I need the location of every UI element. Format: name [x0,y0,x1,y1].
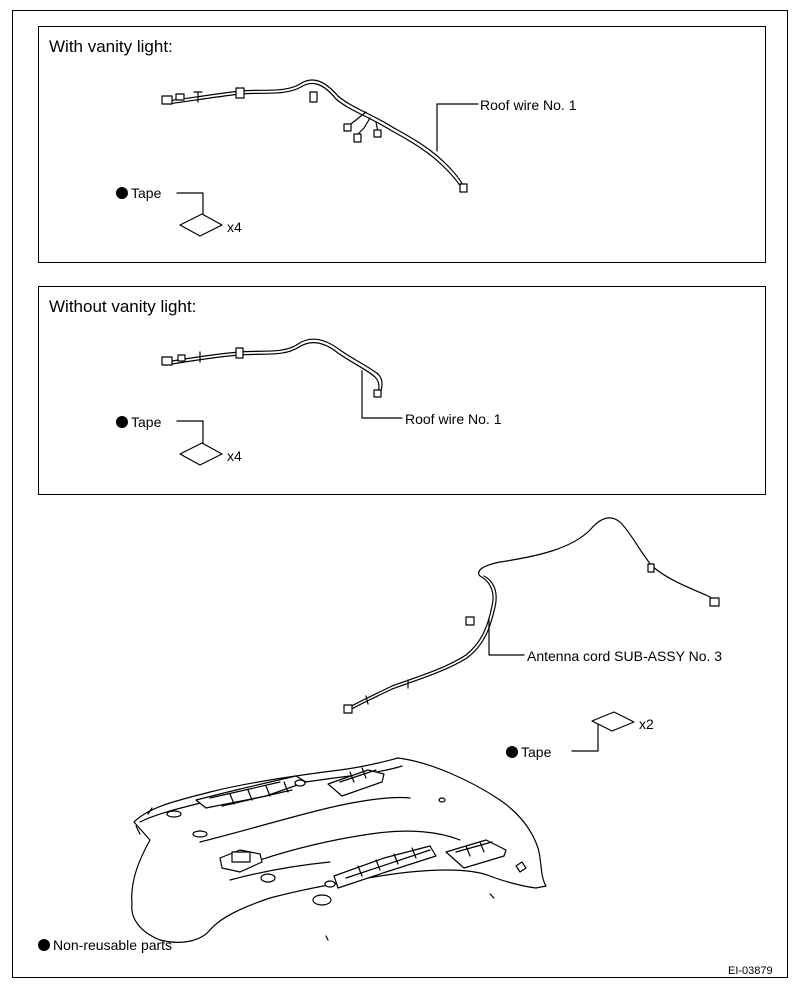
tape-leader-a [176,192,204,219]
panel-without-vanity-light [38,286,766,495]
tape-b-icon [179,442,223,466]
tape-qty-c: x2 [639,716,654,732]
figure-id: EI-03879 [728,965,773,977]
panel-a-title: With vanity light: [49,37,173,56]
roof-wire-label-b: Roof wire No. 1 [405,411,502,427]
tape-leader-c [571,724,599,752]
non-reusable-dot-icon [506,746,518,758]
non-reusable-dot-icon [116,187,128,199]
panel-b-title: Without vanity light: [49,297,197,316]
antenna-cord-label: Antenna cord SUB-ASSY No. 3 [527,648,723,664]
roof-headliner-drawing [131,757,547,943]
roof-wire-with-vanity-drawing [161,79,468,193]
roof-wire-without-vanity-drawing [161,338,383,398]
roof-wire-leader-b [361,370,403,419]
tape-a-icon [179,213,223,237]
antenna-leader [488,617,525,656]
tape-label-c: Tape [506,744,551,760]
roof-wire-label-a: Roof wire No. 1 [480,97,577,113]
non-reusable-dot-icon [116,416,128,428]
panel-with-vanity-light [38,26,766,263]
antenna-cord-drawing [343,517,720,714]
roof-wire-leader-a [436,103,479,152]
tape-leader-b [176,420,204,447]
tape-c-icon [591,711,635,732]
legend-non-reusable: Non-reusable parts [38,937,172,953]
tape-label-b: Tape [116,414,161,430]
tape-label-a: Tape [116,185,161,201]
tape-qty-b: x4 [227,448,242,464]
non-reusable-dot-icon [38,939,50,951]
illustration-frame [12,10,788,978]
tape-qty-a: x4 [227,219,242,235]
